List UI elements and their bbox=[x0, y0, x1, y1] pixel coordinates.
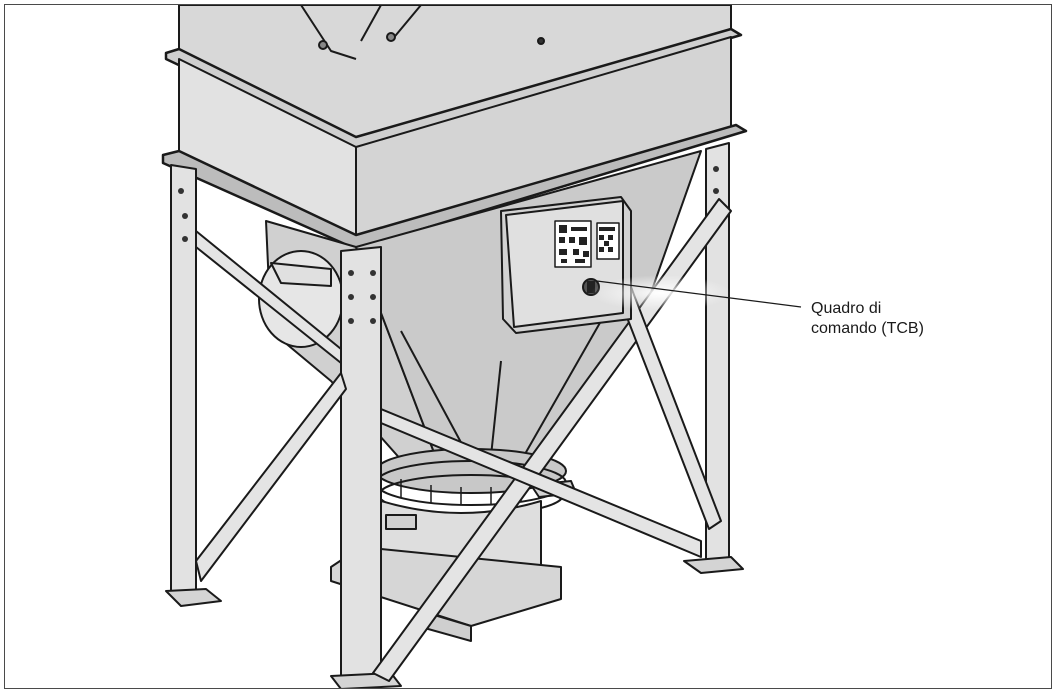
dust-collector-illustration bbox=[161, 5, 802, 688]
callout-leader-line bbox=[596, 280, 802, 308]
callout-line-2: comando (TCB) bbox=[811, 320, 924, 337]
callout-glow bbox=[591, 275, 731, 311]
control-panel-callout: Quadro di comando (TCB) bbox=[811, 299, 924, 339]
brace-left-upper bbox=[195, 230, 342, 364]
callout-line-1: Quadro di bbox=[811, 300, 882, 317]
brace-left-diagonal bbox=[195, 372, 347, 582]
figure-frame: Quadro di comando (TCB) bbox=[4, 4, 1052, 689]
foot-right bbox=[683, 556, 744, 574]
control-box bbox=[500, 196, 632, 334]
leg-left bbox=[170, 164, 197, 592]
leg-front-left bbox=[340, 246, 382, 682]
foot-left bbox=[165, 588, 222, 607]
brace-front-cross bbox=[380, 408, 702, 558]
